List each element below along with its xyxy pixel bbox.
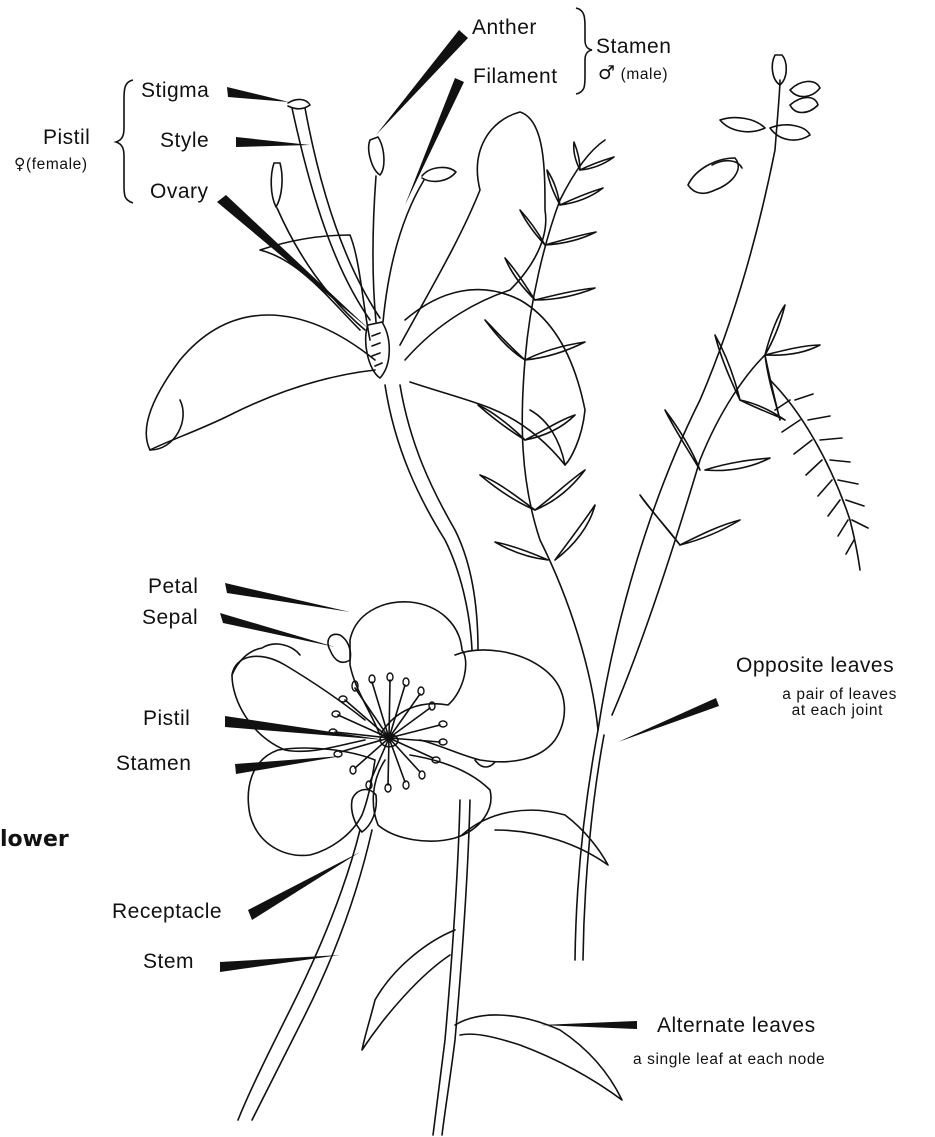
label-receptacle: Receptacle bbox=[112, 901, 222, 922]
label-stamen-lily: Stamen bbox=[596, 36, 671, 57]
alternate-leaf-plant bbox=[362, 800, 622, 1135]
label-pistil-rose: Pistil bbox=[143, 708, 190, 729]
lily-filament-2 bbox=[277, 208, 365, 330]
rose-petal-left bbox=[232, 656, 365, 751]
lily-anther-3 bbox=[422, 167, 456, 181]
rose-petal-top bbox=[350, 602, 466, 735]
lily-anther-1 bbox=[369, 137, 384, 175]
alternate-desc: a single leaf at each node bbox=[633, 1052, 825, 1068]
opposite-leaf-plant bbox=[478, 55, 868, 960]
label-stigma: Stigma bbox=[141, 80, 209, 101]
label-female: ♀(female) bbox=[14, 157, 88, 173]
side-title: lower bbox=[0, 829, 69, 851]
pointer-stem bbox=[220, 955, 340, 972]
label-stamen-rose: Stamen bbox=[116, 753, 191, 774]
lily-petal-left bbox=[146, 315, 375, 450]
label-ovary: Ovary bbox=[150, 181, 209, 202]
lily-stigma bbox=[288, 99, 310, 108]
label-opposite-leaves: Opposite leaves bbox=[736, 655, 894, 676]
sepal bbox=[328, 634, 350, 662]
rose-stem bbox=[238, 830, 360, 1120]
pointer-stigma bbox=[227, 87, 289, 102]
label-pistil-lily: Pistil bbox=[43, 127, 90, 148]
label-style: Style bbox=[160, 130, 209, 151]
female-text: (female) bbox=[26, 156, 88, 173]
rose-stamens bbox=[335, 680, 440, 785]
pistil-bracket bbox=[116, 80, 133, 203]
lily-petal-right bbox=[400, 112, 546, 360]
label-sepal: Sepal bbox=[142, 607, 198, 628]
pointer-stamen bbox=[235, 756, 342, 774]
pointer-opposite-leaves bbox=[618, 698, 719, 742]
female-symbol: ♀ bbox=[14, 155, 26, 173]
label-male: ♂ (male) bbox=[598, 64, 668, 83]
label-stem: Stem bbox=[143, 951, 194, 972]
opposite-plant-stem bbox=[575, 80, 780, 960]
lily-stem bbox=[385, 385, 472, 650]
pointer-filament bbox=[405, 78, 464, 205]
alternate-plant-stem bbox=[442, 800, 470, 1135]
male-text: (male) bbox=[621, 66, 669, 83]
lily-filament-3 bbox=[383, 180, 424, 322]
lily-anther-2 bbox=[271, 163, 282, 207]
label-alternate-leaves: Alternate leaves bbox=[657, 1015, 816, 1036]
pea-flower-lower bbox=[688, 158, 738, 193]
lily-petal-front-right bbox=[405, 290, 585, 465]
frond bbox=[770, 380, 860, 570]
pointer-pistil bbox=[225, 716, 385, 740]
label-anther: Anther bbox=[472, 17, 537, 38]
lily-filament-1 bbox=[373, 176, 376, 322]
lily-illustration bbox=[146, 99, 585, 650]
male-symbol: ♂ bbox=[598, 62, 616, 84]
pointer-ovary bbox=[217, 195, 370, 330]
stamen-bracket bbox=[576, 8, 592, 94]
label-filament: Filament bbox=[473, 66, 558, 87]
opposite-desc-line2: at each joint bbox=[745, 703, 883, 719]
rose-illustration bbox=[232, 602, 564, 1120]
pointer-sepal bbox=[220, 613, 335, 647]
alternate-leaf-middle bbox=[362, 930, 455, 1050]
pointer-petal bbox=[225, 583, 350, 612]
lily-ovary bbox=[366, 322, 390, 378]
rose-petal-bottom-right bbox=[373, 755, 491, 841]
label-petal: Petal bbox=[148, 576, 198, 597]
alternate-leaf-lower bbox=[455, 1015, 622, 1100]
opposite-desc-line1: a pair of leaves bbox=[745, 687, 897, 703]
